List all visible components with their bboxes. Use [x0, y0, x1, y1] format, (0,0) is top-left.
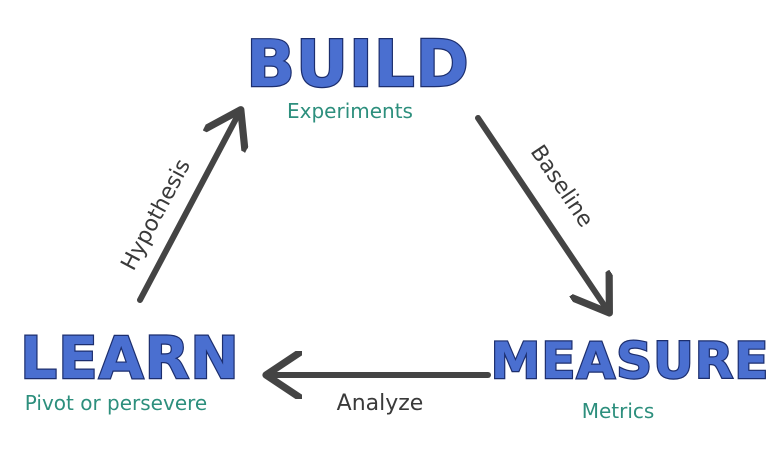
- build-title: BUILD: [246, 28, 469, 102]
- learn-title: LEARN: [20, 324, 240, 392]
- measure-title: MEASURE: [491, 332, 770, 390]
- learn-subtitle: Pivot or persevere: [25, 391, 207, 415]
- arrow-build-to-measure: [475, 115, 606, 308]
- edge-label-baseline: Baseline: [525, 141, 598, 232]
- build-subtitle: Experiments: [287, 99, 413, 123]
- measure-subtitle: Metrics: [582, 399, 655, 423]
- edge-label-analyze: Analyze: [337, 391, 424, 416]
- arrow-learn-to-build: [137, 115, 238, 303]
